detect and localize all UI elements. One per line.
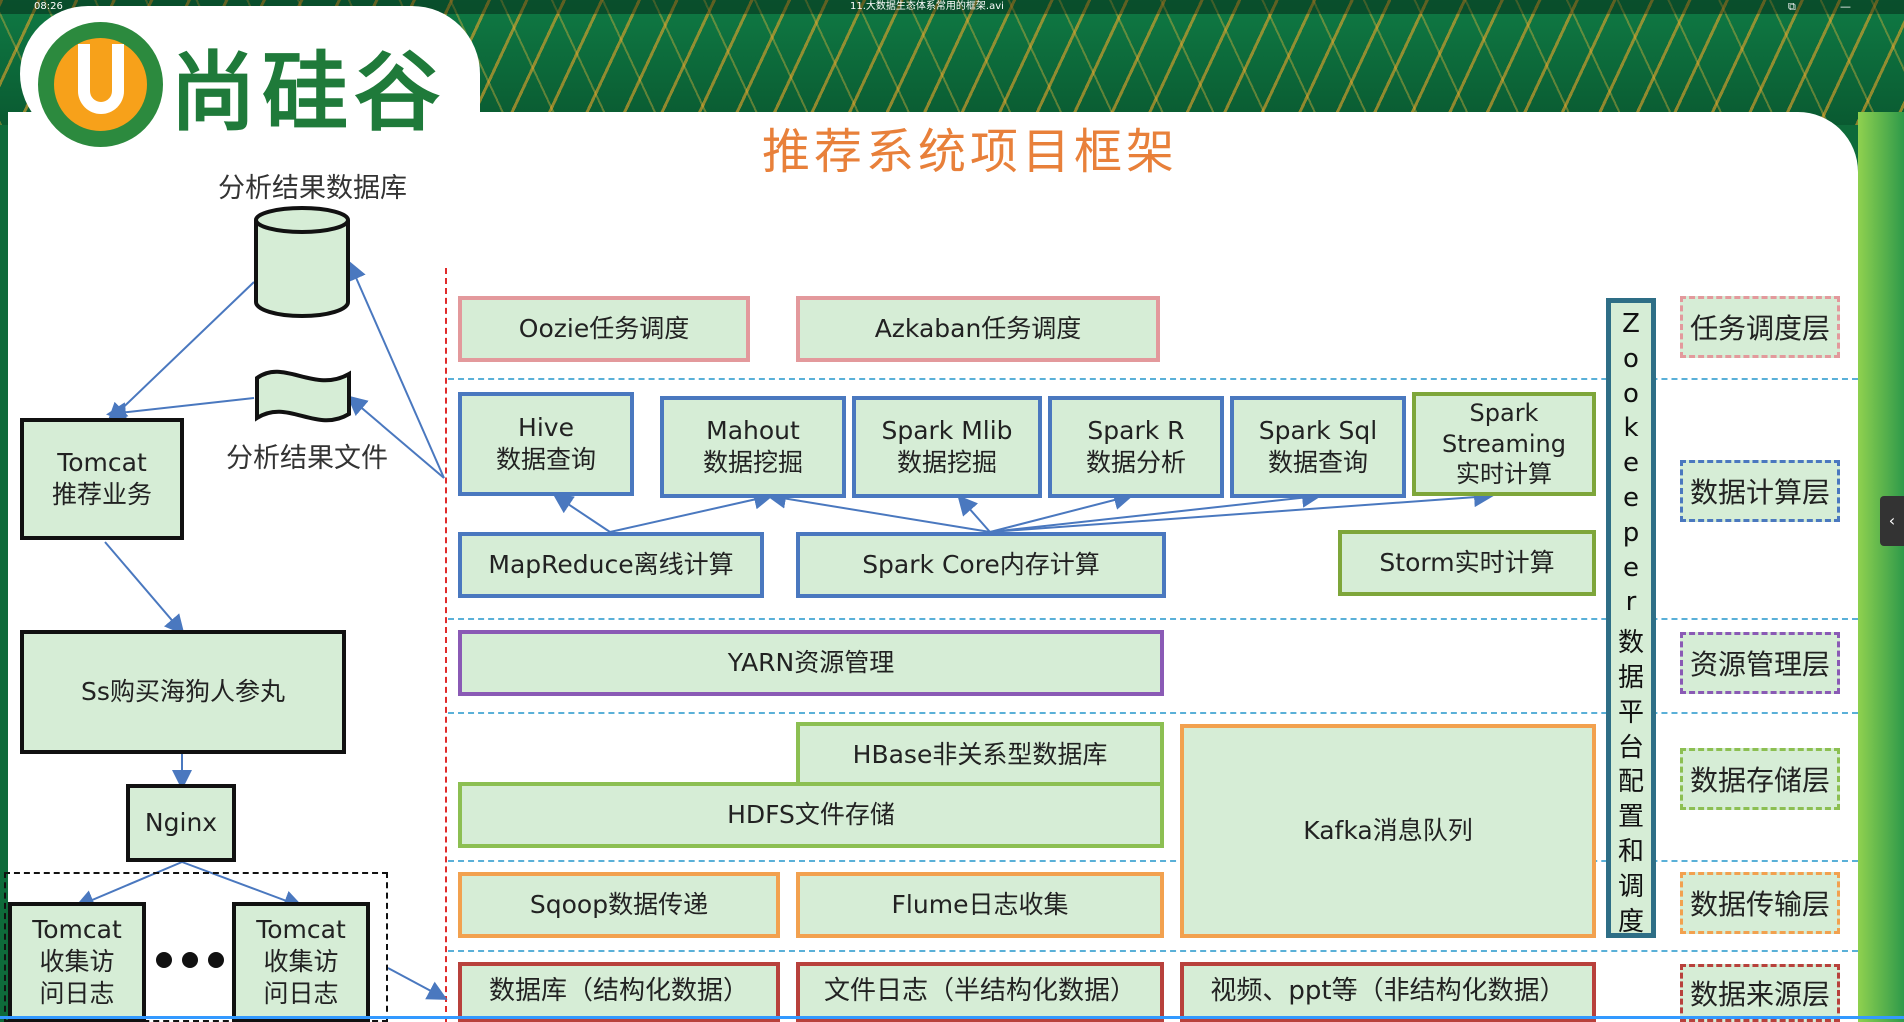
flume-box: Flume日志收集 — [796, 872, 1164, 938]
tomcat-log-box-1: Tomcat 收集访 问日志 — [8, 902, 146, 1022]
zookeeper-char: o — [1623, 378, 1639, 409]
file-label: 分析结果文件 — [226, 443, 388, 474]
layer-label-compute: 数据计算层 — [1680, 460, 1840, 522]
spark-streaming-box: Spark Streaming 实时计算 — [1412, 392, 1596, 496]
zookeeper-char: 平 — [1617, 697, 1644, 728]
layer-divider — [448, 712, 1858, 714]
ellipsis-dot-icon — [182, 952, 198, 968]
tomcat-recommend-box: Tomcat 推荐业务 — [20, 418, 184, 540]
spark-mlib-box: Spark Mlib 数据挖掘 — [852, 396, 1042, 498]
zookeeper-char: 和 — [1617, 837, 1644, 867]
layer-divider — [448, 860, 1858, 862]
playback-progress-line[interactable] — [0, 1016, 1904, 1019]
layer-label-resource: 资源管理层 — [1680, 632, 1840, 694]
zookeeper-char: p — [1622, 517, 1640, 548]
side-panel-toggle[interactable]: ‹ — [1880, 496, 1904, 546]
db-label: 分析结果数据库 — [218, 173, 407, 204]
yarn-box: YARN资源管理 — [458, 630, 1164, 696]
storm-box: Storm实时计算 — [1338, 530, 1596, 596]
kafka-box: Kafka消息队列 — [1180, 724, 1596, 938]
zookeeper-char: k — [1623, 413, 1639, 444]
layer-label-transfer: 数据传输层 — [1680, 872, 1840, 934]
tomcat-log-box-2: Tomcat 收集访 问日志 — [232, 902, 370, 1022]
ss-box: Ss购买海狗人参丸 — [20, 630, 346, 754]
spark-r-box: Spark R 数据分析 — [1048, 396, 1224, 498]
hbase-box: HBase非关系型数据库 — [796, 722, 1164, 788]
minimize-icon[interactable]: — — [1840, 0, 1851, 13]
zookeeper-char: e — [1623, 448, 1639, 479]
copy-icon[interactable]: ⧉ — [1788, 0, 1796, 13]
video-title-bar: 08:26 11.大数据生态体系常用的框架.avi ⧉ — — [0, 0, 1904, 14]
spark-core-box: Spark Core内存计算 — [796, 532, 1166, 598]
playback-time: 08:26 — [34, 1, 63, 12]
source-db-box: 数据库（结构化数据） — [458, 962, 780, 1022]
layer-divider — [448, 378, 1858, 380]
layer-label-source: 数据来源层 — [1680, 964, 1840, 1022]
zookeeper-char: 台 — [1617, 732, 1644, 763]
zookeeper-char: 配 — [1617, 767, 1644, 798]
slide-title: 推荐系统项目框架 — [761, 124, 1178, 180]
hive-box: Hive 数据查询 — [458, 392, 634, 496]
layer-label-storage: 数据存储层 — [1680, 748, 1840, 810]
source-file-log-box: 文件日志（半结构化数据） — [796, 962, 1164, 1022]
zookeeper-char: 度 — [1617, 906, 1644, 937]
azkaban-box: Azkaban任务调度 — [796, 296, 1160, 362]
zookeeper-char: 调 — [1617, 871, 1644, 902]
layer-divider — [448, 618, 1858, 620]
mapreduce-box: MapReduce离线计算 — [458, 532, 764, 598]
spark-sql-box: Spark Sql 数据查询 — [1230, 396, 1406, 498]
video-filename: 11.大数据生态体系常用的框架.avi — [850, 1, 1004, 12]
section-divider-vertical — [445, 268, 447, 1022]
zookeeper-char: o — [1623, 343, 1639, 374]
zookeeper-char: e — [1623, 483, 1639, 513]
zookeeper-char: 数 — [1617, 628, 1644, 659]
zookeeper-char: 据 — [1617, 663, 1644, 693]
nginx-box: Nginx — [126, 784, 236, 862]
layer-divider — [448, 950, 1858, 952]
hdfs-box: HDFS文件存储 — [458, 782, 1164, 848]
mahout-box: Mahout 数据挖掘 — [660, 396, 846, 498]
layer-label-scheduling: 任务调度层 — [1680, 296, 1840, 358]
file-icon — [255, 369, 351, 423]
brand-logo-text: 尚硅谷 — [170, 42, 446, 143]
database-icon — [254, 206, 350, 318]
zookeeper-char: 置 — [1617, 802, 1644, 833]
tomcat-cluster-group — [4, 872, 388, 1022]
ellipsis-dot-icon — [156, 952, 172, 968]
zookeeper-char: r — [1625, 587, 1637, 618]
zookeeper-char: e — [1623, 552, 1639, 583]
ellipsis-dot-icon — [208, 952, 224, 968]
source-video-box: 视频、ppt等（非结构化数据） — [1180, 962, 1596, 1022]
slide-right-decoration — [1858, 112, 1904, 1022]
logo-u-icon — [78, 44, 124, 114]
oozie-box: Oozie任务调度 — [458, 296, 750, 362]
sqoop-box: Sqoop数据传递 — [458, 872, 780, 938]
zookeeper-char: Z — [1622, 309, 1640, 339]
